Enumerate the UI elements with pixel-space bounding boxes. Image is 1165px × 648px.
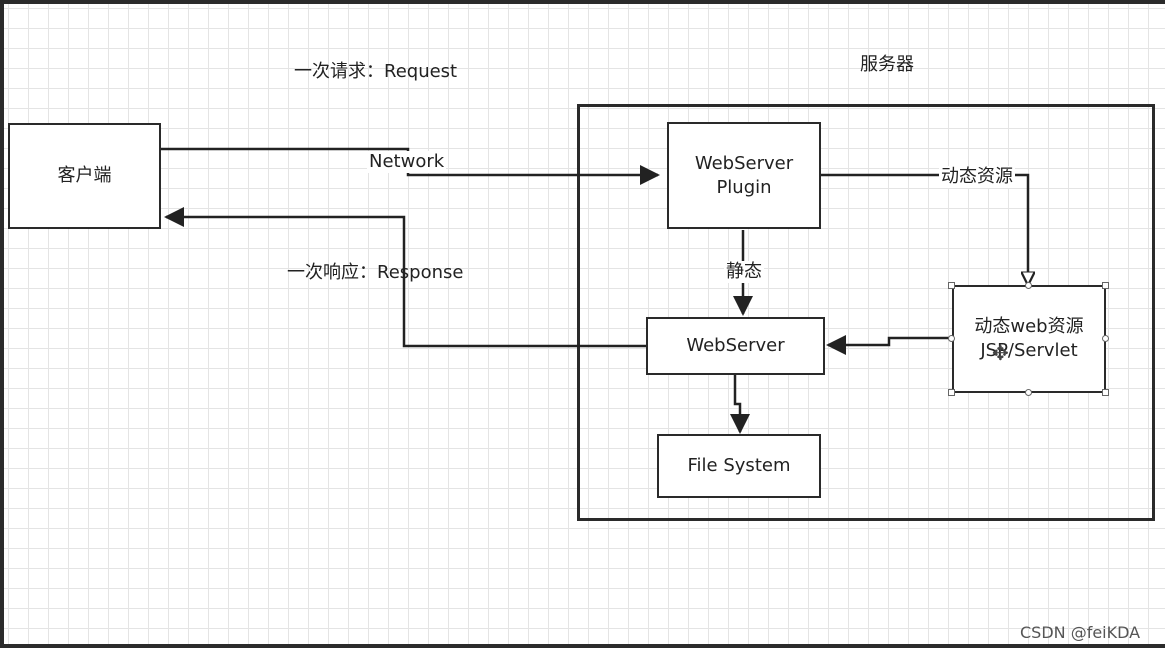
selection-handle-bottom-left[interactable] bbox=[948, 389, 955, 396]
servlet-to-webserver-connector[interactable] bbox=[826, 335, 952, 355]
response-label: 一次响应：Response bbox=[287, 262, 464, 283]
frame-left-border bbox=[0, 0, 4, 648]
webserver-to-filesystem-connector[interactable] bbox=[730, 374, 750, 434]
watermark: CSDN @feiKDA bbox=[1020, 623, 1141, 642]
static-label: 静态 bbox=[724, 261, 764, 283]
frame-bottom-border bbox=[0, 644, 1165, 648]
client-label: 客户端 bbox=[57, 165, 112, 186]
selection-handle-mid-right[interactable] bbox=[1102, 335, 1109, 342]
webserver-plugin-label-line1: WebServer bbox=[694, 152, 794, 174]
selection-handle-top-left[interactable] bbox=[948, 282, 955, 289]
selection-handle-top-right[interactable] bbox=[1102, 282, 1109, 289]
webserver-plugin-label-line2: Plugin bbox=[716, 176, 772, 198]
move-cursor-icon: ✥ bbox=[992, 341, 1009, 365]
response-connector[interactable] bbox=[164, 207, 646, 348]
webserver-node[interactable]: WebServer bbox=[646, 317, 825, 375]
frame-top-border bbox=[0, 0, 1165, 4]
selection-handle-mid-left[interactable] bbox=[948, 335, 955, 342]
request-label: 一次请求：Request bbox=[294, 61, 458, 82]
network-label: Network bbox=[367, 151, 447, 173]
server-container[interactable] bbox=[577, 104, 1155, 521]
dynamic-web-resource-node[interactable]: 动态web资源 JSP/Servlet bbox=[952, 285, 1106, 393]
file-system-label: File System bbox=[687, 455, 791, 476]
selection-handle-bottom-mid[interactable] bbox=[1025, 389, 1032, 396]
dynamic-web-resource-label-line2: JSP/Servlet bbox=[980, 340, 1078, 361]
client-node[interactable]: 客户端 bbox=[8, 123, 161, 229]
server-title: 服务器 bbox=[860, 54, 914, 75]
dynamic-label: 动态资源 bbox=[939, 166, 1015, 188]
dynamic-connector[interactable] bbox=[821, 173, 1028, 284]
selection-handle-bottom-right[interactable] bbox=[1102, 389, 1109, 396]
webserver-label: WebServer bbox=[686, 335, 785, 356]
selection-handle-top-mid[interactable] bbox=[1025, 282, 1032, 289]
file-system-node[interactable]: File System bbox=[657, 434, 821, 498]
dynamic-web-resource-label-line1: 动态web资源 bbox=[974, 316, 1084, 337]
webserver-plugin-node[interactable]: WebServer Plugin bbox=[667, 122, 821, 229]
